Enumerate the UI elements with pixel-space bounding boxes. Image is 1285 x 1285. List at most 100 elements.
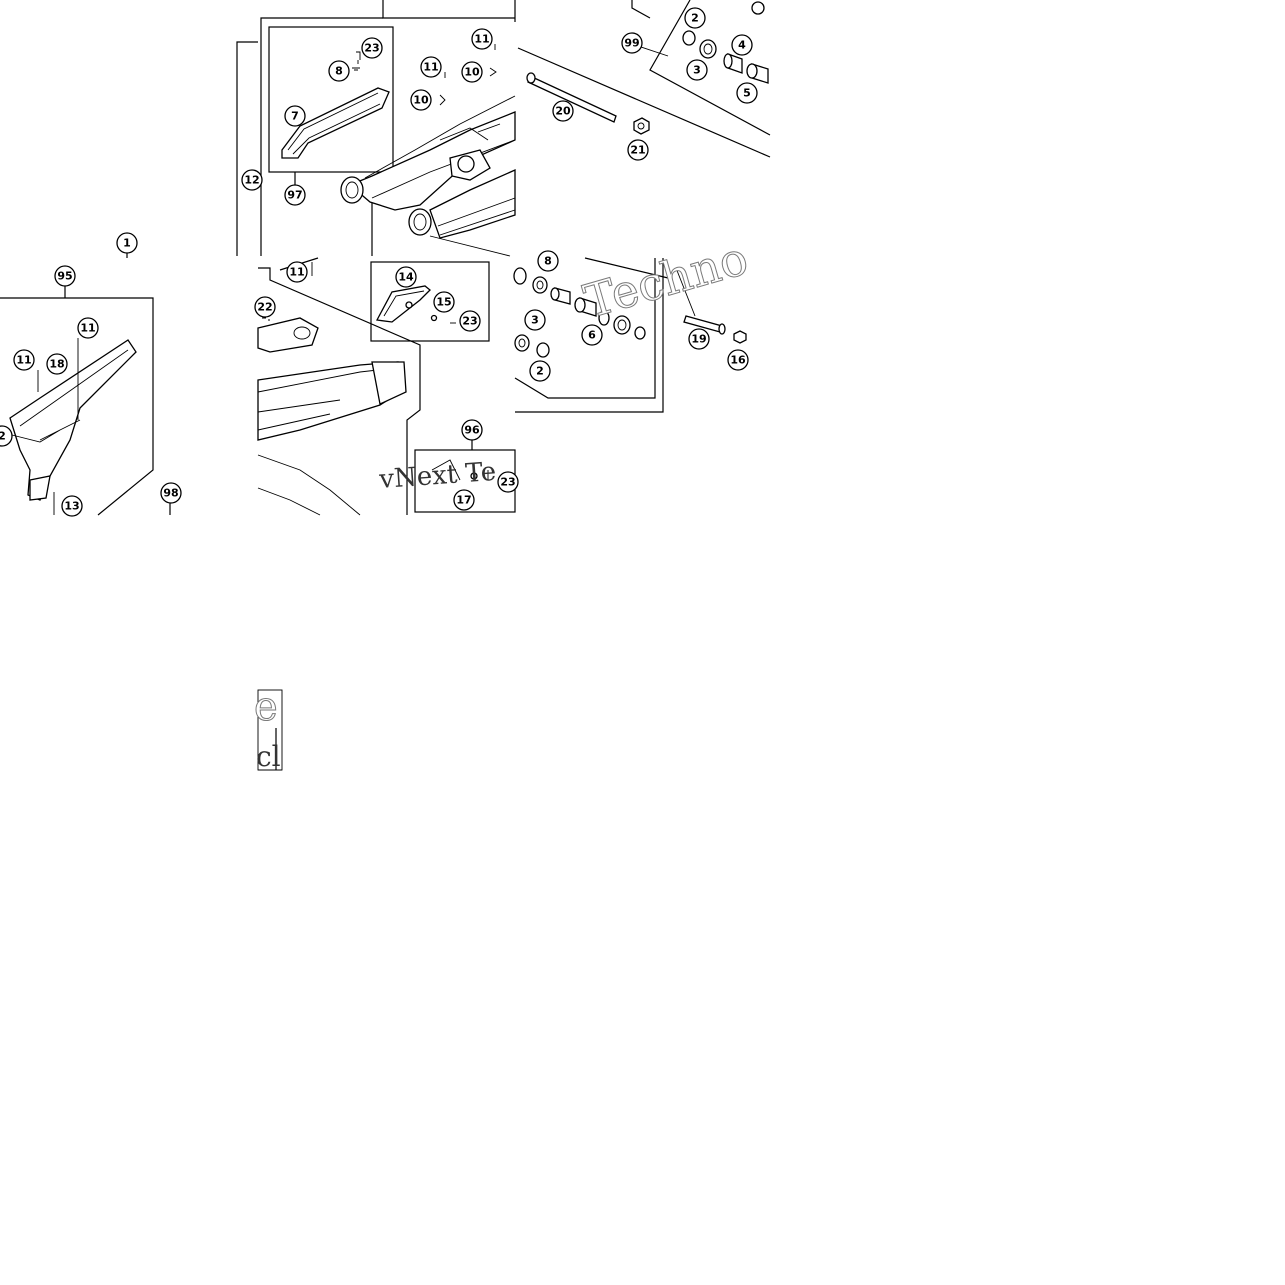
callout-96: 96 [461,419,483,441]
tile-chain-case [0,252,171,516]
callout-2b: 2 [529,360,551,382]
watermarks: Techno vNext Te e cl [254,230,755,773]
callout-19: 19 [688,328,710,350]
callout-5: 5 [736,82,758,104]
svg-text:3: 3 [693,64,701,77]
svg-text:18: 18 [49,358,64,371]
svg-text:99: 99 [624,37,639,50]
chain-slider [281,87,390,159]
svg-text:2: 2 [536,365,544,378]
svg-text:3: 3 [531,314,539,327]
callout-11d: 11 [77,317,99,339]
callout-11c: 11 [286,261,308,283]
callout-11b: 11 [420,56,442,78]
svg-text:2: 2 [0,430,6,443]
watermark-e: e [254,684,278,730]
pivot-tube-right [408,208,432,236]
svg-text:23: 23 [364,42,379,55]
callout-22: 22 [254,296,276,318]
bolt-nut [733,330,747,344]
callout-17: 17 [453,489,475,511]
callouts: 1 2 2 2 3 3 4 5 6 7 8 8 10 10 11 11 11 1… [0,7,758,517]
svg-text:8: 8 [544,255,552,268]
svg-text:6: 6 [588,329,596,342]
pivot-tube-left [340,176,364,204]
svg-text:4: 4 [738,39,746,52]
chain-guide-inset-box [268,26,394,173]
dust-seal [682,30,696,46]
svg-text:5: 5 [743,87,751,100]
svg-text:20: 20 [555,105,571,118]
svg-text:17: 17 [456,494,471,507]
svg-text:8: 8 [335,65,343,78]
tile-pivot-mid [513,257,747,413]
svg-text:23: 23 [500,476,515,489]
callout-1: 1 [116,232,138,254]
svg-text:7: 7 [291,110,299,123]
callout-97: 97 [284,184,306,206]
callout-11a: 11 [471,28,493,50]
callout-23c: 23 [497,471,519,493]
watermark-techno: Techno [578,231,753,329]
svg-text:14: 14 [398,271,414,284]
callout-13: 13 [61,495,83,517]
callout-3b: 3 [524,309,546,331]
svg-text:16: 16 [730,354,746,367]
chain-guard-inset-box [370,261,490,342]
callout-4: 4 [731,34,753,56]
callout-18: 18 [46,353,68,375]
svg-text:21: 21 [630,144,645,157]
callout-20: 20 [552,100,574,122]
callout-15: 15 [433,291,455,313]
svg-text:11: 11 [80,322,95,335]
callout-95: 95 [54,265,76,287]
callout-3a: 3 [686,59,708,81]
tile-fragment [257,689,283,771]
svg-text:10: 10 [413,94,429,107]
callout-8a: 8 [328,60,350,82]
svg-text:22: 22 [257,301,272,314]
tile-swingarm-top [236,0,516,257]
svg-text:98: 98 [163,487,178,500]
svg-text:10: 10 [464,66,480,79]
svg-text:13: 13 [64,500,79,513]
tile-swingarm-mid [257,257,516,516]
svg-text:23: 23 [462,315,477,328]
callout-99: 99 [621,32,643,54]
pivot-nut [633,117,650,135]
chain-guard [375,285,431,323]
callout-21: 21 [627,139,649,161]
svg-text:96: 96 [464,424,480,437]
callout-1-label: 1 [123,237,131,250]
callout-7: 7 [284,105,306,127]
svg-text:11: 11 [289,266,304,279]
svg-text:11: 11 [16,354,31,367]
svg-text:12: 12 [244,174,259,187]
tile-pivot-top [514,0,771,158]
svg-text:15: 15 [436,296,451,309]
svg-text:11: 11 [423,61,438,74]
callout-23b: 23 [459,310,481,332]
callout-98: 98 [160,482,182,504]
callout-8b: 8 [537,250,559,272]
callout-6: 6 [581,324,603,346]
svg-text:2: 2 [691,12,699,25]
callout-2c: 2 [0,425,13,447]
callout-14: 14 [395,266,417,288]
svg-text:11: 11 [474,33,489,46]
callout-2a: 2 [684,7,706,29]
svg-text:95: 95 [57,270,72,283]
svg-text:19: 19 [691,333,706,346]
watermark-vnext: vNext Te [377,457,497,495]
callout-12: 12 [241,169,263,191]
chain-case-cover [9,339,137,501]
callout-10b: 10 [410,89,432,111]
svg-text:97: 97 [287,189,302,202]
callout-11e: 11 [13,349,35,371]
callout-10a: 10 [461,61,483,83]
callout-16: 16 [727,349,749,371]
callout-23a: 23 [361,37,383,59]
watermark-cl: cl [256,740,281,773]
